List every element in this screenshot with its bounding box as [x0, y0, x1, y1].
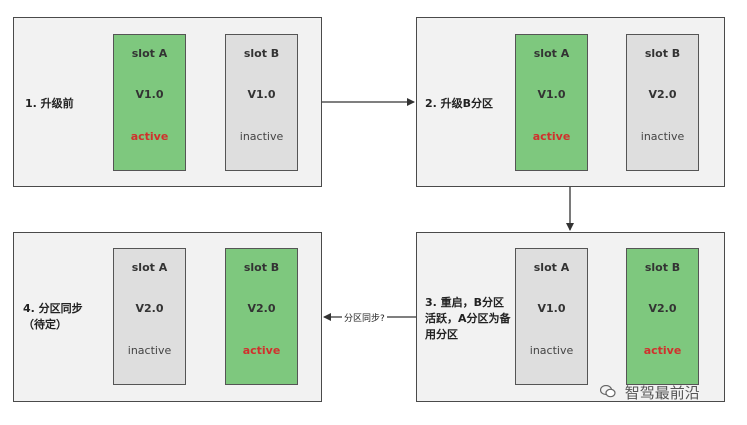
slot-version: V2.0	[648, 88, 677, 101]
slot-name: slot B	[243, 47, 280, 60]
slot-state: active	[643, 344, 682, 357]
slot-name: slot A	[533, 261, 570, 274]
stage-3-label: 3. 重启，B分区活跃，A分区为备用分区	[425, 296, 511, 341]
slot-name: slot B	[644, 261, 681, 274]
slot-name: slot A	[533, 47, 570, 60]
stage-1-slot-a: slot A V1.0 active	[113, 34, 186, 171]
slot-name: slot A	[131, 261, 168, 274]
slot-version: V1.0	[537, 88, 566, 101]
slot-version: V2.0	[135, 302, 164, 315]
stage-4: 4. 分区同步（待定） slot A V2.0 inactive slot B …	[13, 232, 322, 402]
stage-3-slot-b: slot B V2.0 active	[626, 248, 699, 385]
stage-3-slot-a: slot A V1.0 inactive	[515, 248, 588, 385]
stage-1: 1. 升级前 slot A V1.0 active slot B V1.0 in…	[13, 17, 322, 187]
stage-2-slot-a: slot A V1.0 active	[515, 34, 588, 171]
sync-arrow-label: 分区同步?	[342, 311, 387, 324]
slot-state: active	[532, 130, 571, 143]
slot-version: V2.0	[247, 302, 276, 315]
slot-name: slot B	[243, 261, 280, 274]
slot-state: inactive	[239, 130, 284, 143]
slot-version: V1.0	[247, 88, 276, 101]
slot-version: V2.0	[648, 302, 677, 315]
slot-name: slot A	[131, 47, 168, 60]
stage-2-label: 2. 升级B分区	[425, 97, 494, 110]
slot-version: V1.0	[135, 88, 164, 101]
slot-state: inactive	[127, 344, 172, 357]
slot-version: V1.0	[537, 302, 566, 315]
stage-1-label: 1. 升级前	[25, 97, 74, 110]
slot-state: active	[242, 344, 281, 357]
stage-4-slot-b: slot B V2.0 active	[225, 248, 298, 385]
slot-name: slot B	[644, 47, 681, 60]
watermark: 智驾最前沿	[599, 382, 700, 403]
watermark-text: 智驾最前沿	[624, 384, 700, 402]
stage-2: 2. 升级B分区 slot A V1.0 active slot B V2.0 …	[416, 17, 725, 187]
stage-3: 3. 重启，B分区活跃，A分区为备用分区 slot A V1.0 inactiv…	[416, 232, 725, 402]
stage-1-slot-b: slot B V1.0 inactive	[225, 34, 298, 171]
slot-state: inactive	[640, 130, 685, 143]
stage-4-label: 4. 分区同步（待定）	[23, 302, 83, 331]
wechat-icon	[599, 384, 616, 402]
slot-state: active	[130, 130, 169, 143]
stage-4-slot-a: slot A V2.0 inactive	[113, 248, 186, 385]
slot-state: inactive	[529, 344, 574, 357]
stage-2-slot-b: slot B V2.0 inactive	[626, 34, 699, 171]
